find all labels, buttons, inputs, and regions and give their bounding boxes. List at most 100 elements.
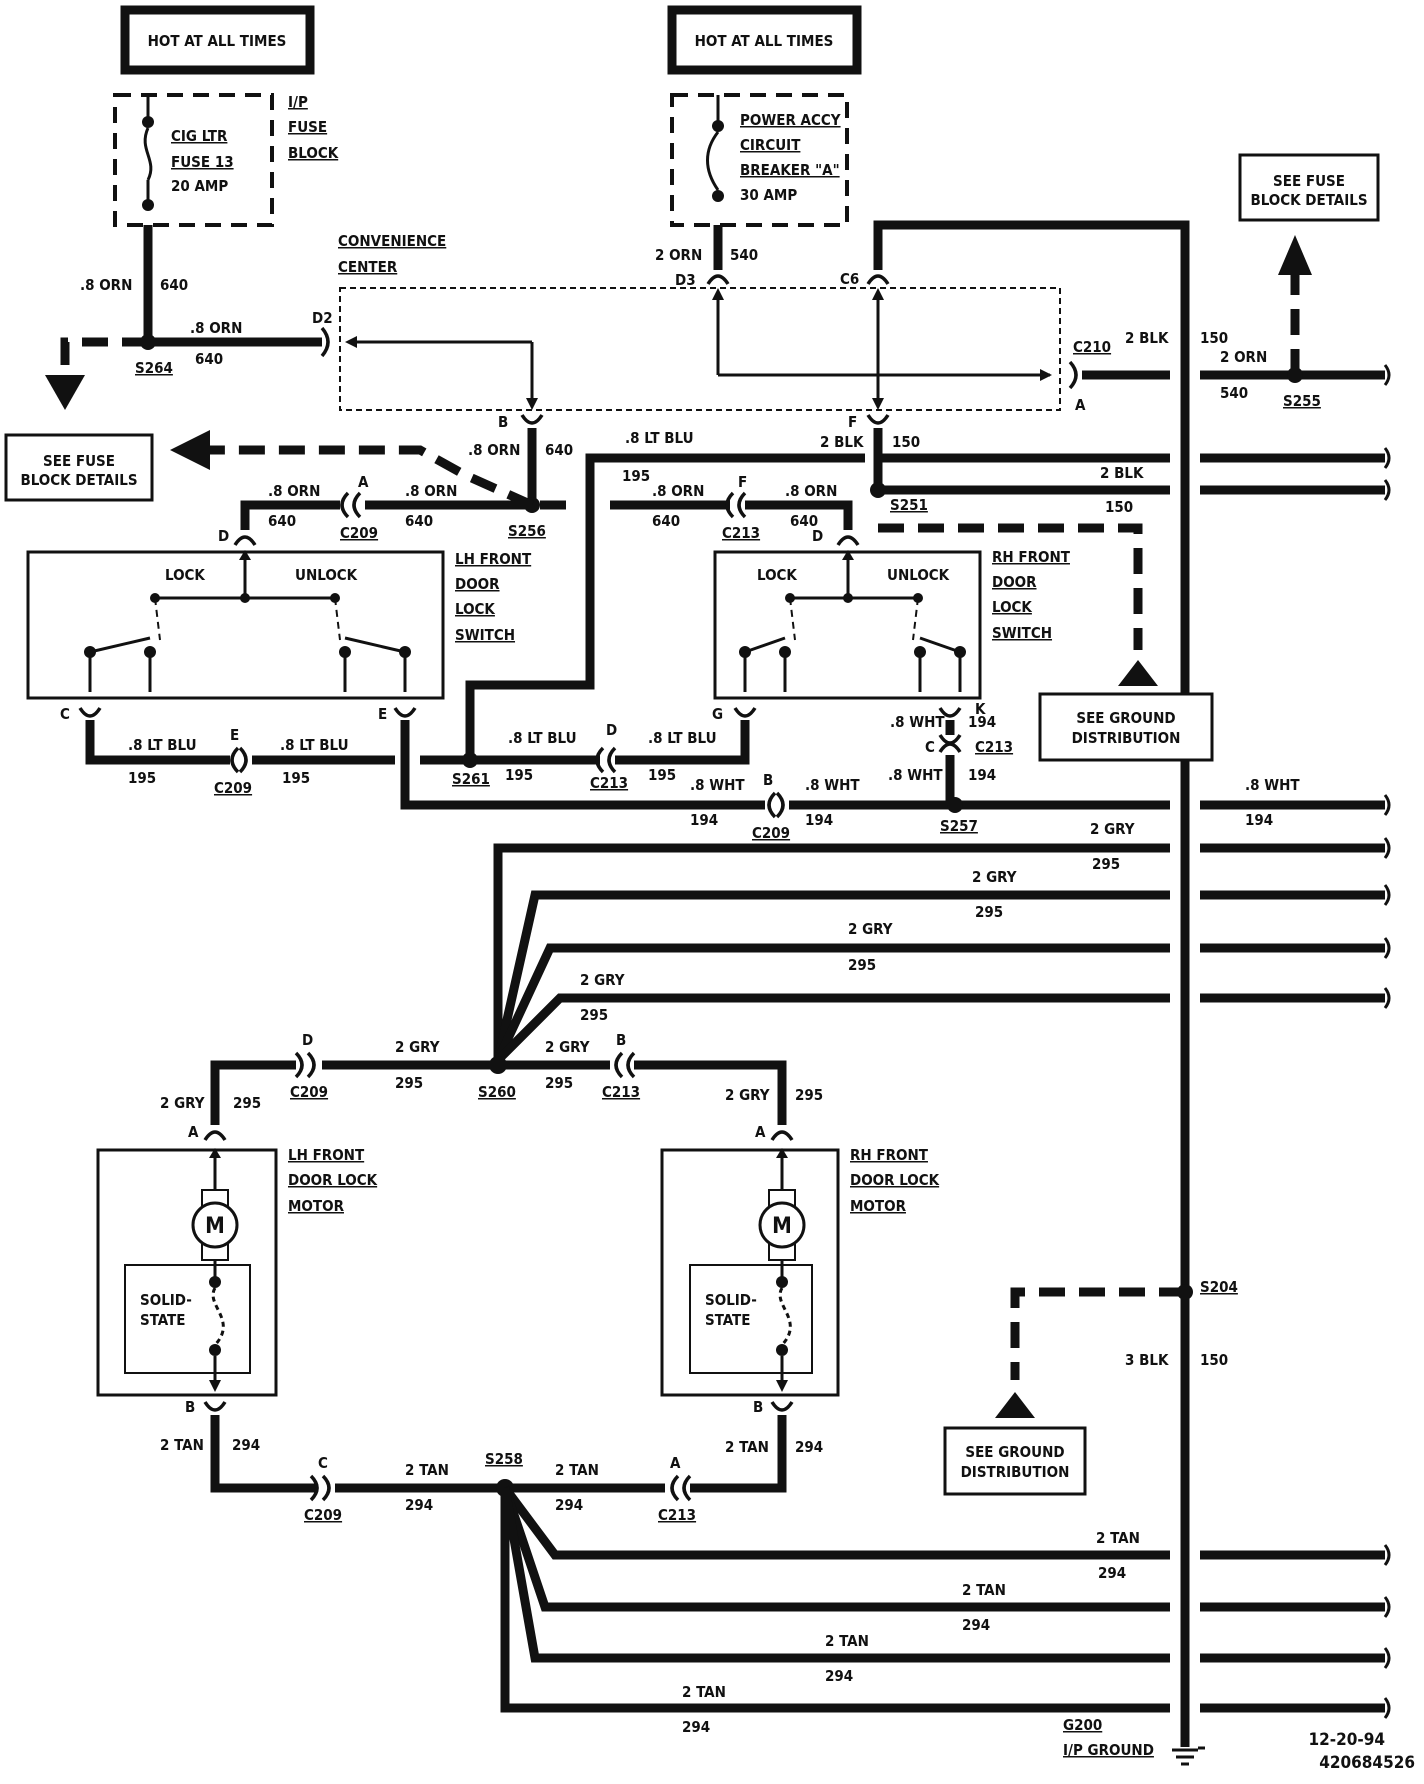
svg-text:CENTER: CENTER <box>338 258 398 276</box>
svg-text:A: A <box>1075 396 1086 414</box>
see-fuse-block-details-left: SEE FUSE BLOCK DETAILS <box>4 433 154 502</box>
svg-text:SEE FUSE: SEE FUSE <box>1273 172 1345 190</box>
svg-text:.8 LT BLU: .8 LT BLU <box>625 429 694 447</box>
svg-text:294: 294 <box>795 1438 823 1456</box>
svg-text:DOOR LOCK: DOOR LOCK <box>850 1171 940 1189</box>
tan-294-harness: 2 TAN 294 2 TAN 294 2 TAN 294 2 TAN 294 <box>500 1485 1385 1736</box>
svg-text:3 BLK: 3 BLK <box>1125 1351 1169 1369</box>
svg-text:F: F <box>848 413 857 431</box>
svg-text:C210: C210 <box>1073 338 1111 356</box>
svg-text:.8 ORN: .8 ORN <box>785 482 837 500</box>
svg-text:SWITCH: SWITCH <box>455 626 515 644</box>
svg-text:M: M <box>772 1214 792 1239</box>
svg-text:195: 195 <box>128 769 156 787</box>
svg-text:S255: S255 <box>1283 392 1321 410</box>
svg-text:S261: S261 <box>452 770 490 788</box>
see-ground-distribution-lower: SEE GROUND DISTRIBUTION <box>943 1426 1087 1496</box>
svg-text:D3: D3 <box>675 271 696 289</box>
svg-text:.8 ORN: .8 ORN <box>468 441 520 459</box>
svg-text:295: 295 <box>395 1074 423 1092</box>
footer-part-number: 420684526 <box>1319 1753 1415 1773</box>
svg-text:.8 LT BLU: .8 LT BLU <box>128 736 197 754</box>
svg-text:D: D <box>218 527 229 545</box>
svg-text:I/P GROUND: I/P GROUND <box>1063 1741 1154 1759</box>
svg-text:G: G <box>712 705 723 723</box>
svg-text:640: 640 <box>405 512 433 530</box>
svg-text:.8 ORN: .8 ORN <box>652 482 704 500</box>
svg-text:150: 150 <box>1105 498 1133 516</box>
svg-text:UNLOCK: UNLOCK <box>295 566 358 584</box>
svg-text:S264: S264 <box>135 359 173 377</box>
svg-text:D: D <box>812 527 823 545</box>
svg-text:2 GRY: 2 GRY <box>545 1038 590 1056</box>
svg-text:2 GRY: 2 GRY <box>972 868 1017 886</box>
svg-text:2 TAN: 2 TAN <box>825 1632 869 1650</box>
svg-text:295: 295 <box>1092 855 1120 873</box>
svg-text:294: 294 <box>232 1436 260 1454</box>
svg-text:194: 194 <box>1245 811 1273 829</box>
svg-text:.8 ORN: .8 ORN <box>80 276 132 294</box>
svg-text:DOOR LOCK: DOOR LOCK <box>288 1171 378 1189</box>
lh-front-door-lock-switch: LOCK UNLOCK LH FRONT DOOR LOCK SWITCH <box>26 550 532 700</box>
svg-text:295: 295 <box>848 956 876 974</box>
hot-at-all-times-box-left: HOT AT ALL TIMES <box>120 5 315 75</box>
svg-text:BLOCK DETAILS: BLOCK DETAILS <box>20 471 137 489</box>
svg-text:2 TAN: 2 TAN <box>1096 1529 1140 1547</box>
svg-text:LOCK: LOCK <box>757 566 797 584</box>
svg-text:295: 295 <box>580 1006 608 1024</box>
svg-text:2 GRY: 2 GRY <box>848 920 893 938</box>
svg-text:D: D <box>606 721 617 739</box>
svg-text:LH FRONT: LH FRONT <box>455 550 532 568</box>
svg-text:C213: C213 <box>658 1506 696 1524</box>
svg-text:C213: C213 <box>590 774 628 792</box>
svg-text:C209: C209 <box>290 1083 328 1101</box>
svg-text:194: 194 <box>968 713 996 731</box>
svg-text:M: M <box>205 1214 225 1239</box>
svg-text:.8 WHT: .8 WHT <box>1245 776 1300 794</box>
svg-text:DISTRIBUTION: DISTRIBUTION <box>1072 729 1181 747</box>
svg-text:2 GRY: 2 GRY <box>395 1038 440 1056</box>
svg-text:F: F <box>738 473 747 491</box>
svg-text:LOCK: LOCK <box>455 600 495 618</box>
power-accy-circuit-breaker: POWER ACCY CIRCUIT BREAKER "A" 30 AMP <box>670 93 849 227</box>
svg-text:S256: S256 <box>508 522 546 540</box>
ip-fuse-block: CIG LTR FUSE 13 20 AMP I/P FUSE BLOCK <box>113 93 339 227</box>
svg-text:FUSE 13: FUSE 13 <box>171 153 234 171</box>
rh-front-door-lock-motor: M SOLID- STATE RH FRONT DOOR LOCK MOTOR <box>660 1146 940 1397</box>
svg-text:D2: D2 <box>312 309 333 327</box>
svg-text:195: 195 <box>282 769 310 787</box>
svg-text:2 TAN: 2 TAN <box>405 1461 449 1479</box>
svg-text:640: 640 <box>790 512 818 530</box>
svg-text:2 TAN: 2 TAN <box>725 1438 769 1456</box>
svg-text:2 TAN: 2 TAN <box>962 1581 1006 1599</box>
svg-text:BREAKER "A": BREAKER "A" <box>740 161 840 179</box>
svg-text:194: 194 <box>968 766 996 784</box>
svg-text:K: K <box>975 700 986 718</box>
svg-text:C209: C209 <box>304 1506 342 1524</box>
svg-text:2 TAN: 2 TAN <box>160 1436 204 1454</box>
svg-text:.8 WHT: .8 WHT <box>805 776 860 794</box>
svg-text:.8 LT BLU: .8 LT BLU <box>280 736 349 754</box>
svg-text:2 GRY: 2 GRY <box>160 1094 205 1112</box>
svg-text:C209: C209 <box>340 524 378 542</box>
svg-text:E: E <box>230 726 239 744</box>
svg-text:2 TAN: 2 TAN <box>555 1461 599 1479</box>
svg-text:C209: C209 <box>752 824 790 842</box>
rh-front-door-lock-switch: LOCK UNLOCK RH FRONT DOOR LOCK SWITCH <box>713 548 1071 700</box>
svg-text:LOCK: LOCK <box>165 566 205 584</box>
svg-text:BLOCK DETAILS: BLOCK DETAILS <box>1250 191 1367 209</box>
svg-text:540: 540 <box>1220 384 1248 402</box>
svg-text:.8 LT BLU: .8 LT BLU <box>508 729 577 747</box>
svg-text:640: 640 <box>195 350 223 368</box>
convenience-center: CONVENIENCE CENTER <box>338 232 1061 411</box>
svg-text:295: 295 <box>975 903 1003 921</box>
svg-text:195: 195 <box>648 766 676 784</box>
see-fuse-block-details-right: SEE FUSE BLOCK DETAILS <box>1238 153 1380 222</box>
svg-text:G200: G200 <box>1063 1716 1102 1734</box>
svg-text:294: 294 <box>555 1496 583 1514</box>
svg-text:30 AMP: 30 AMP <box>740 186 797 204</box>
svg-text:.8 LT BLU: .8 LT BLU <box>648 729 717 747</box>
svg-text:MOTOR: MOTOR <box>288 1197 345 1215</box>
see-ground-distribution-upper: SEE GROUND DISTRIBUTION <box>1038 692 1214 762</box>
